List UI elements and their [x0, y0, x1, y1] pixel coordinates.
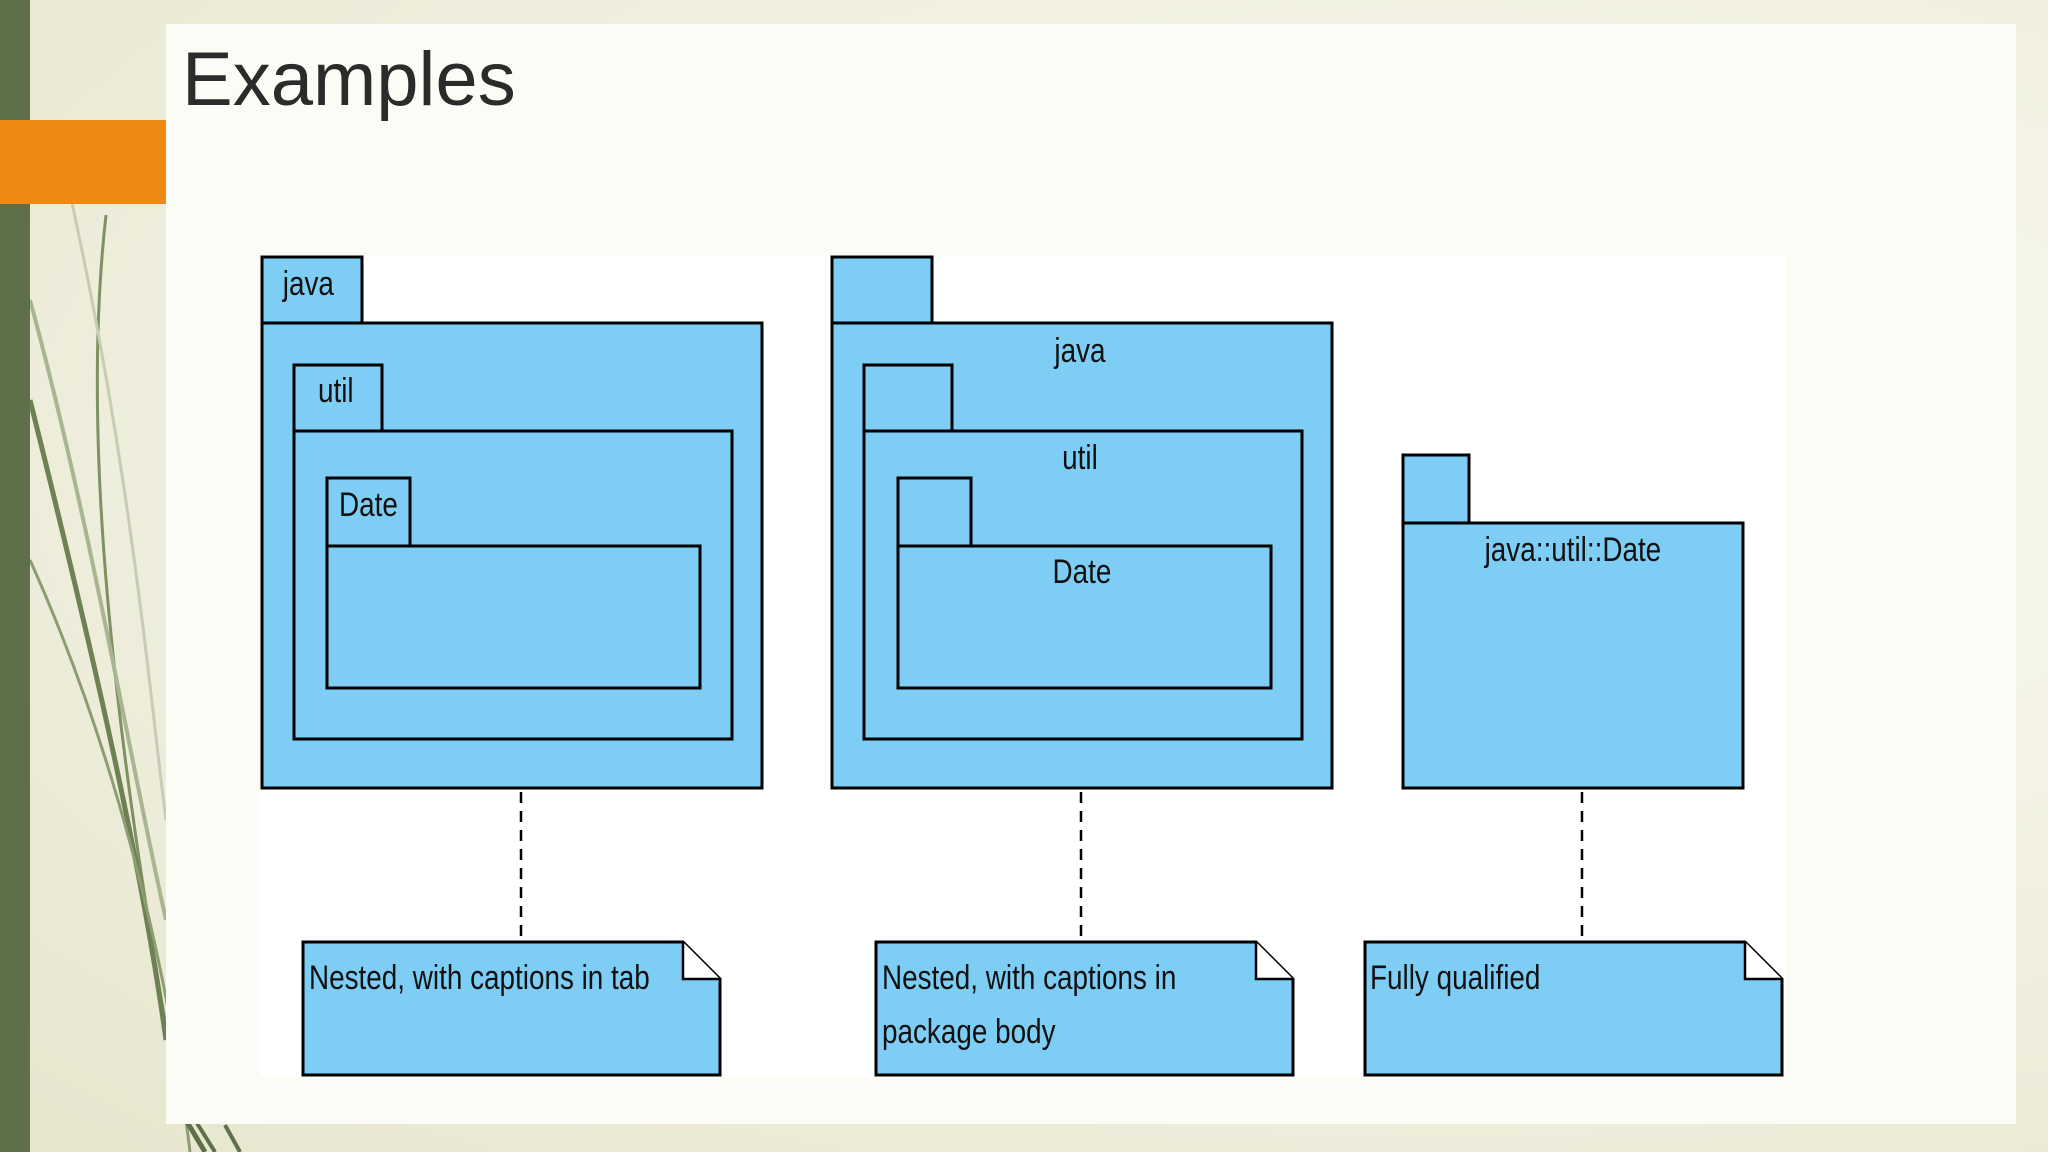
note-fully-qualified: Fully qualified: [1363, 940, 1784, 1077]
note-text-line: Nested, with captions in tab: [309, 958, 650, 996]
example-fully-qualified: java::util::Date Fully qualified: [1363, 453, 1784, 1077]
note-text-line: package body: [882, 1012, 1056, 1050]
note-nested-body: Nested, with captions in package body: [874, 940, 1295, 1077]
package-date: Date: [896, 476, 1273, 690]
note-nested-tab: Nested, with captions in tab: [301, 940, 722, 1077]
package-tab-label: Date: [339, 485, 398, 523]
page-title: Examples: [182, 37, 516, 122]
note-text-line: Fully qualified: [1370, 958, 1540, 996]
orange-accent-tab: [0, 120, 166, 204]
package-body-label: java::util::Date: [1484, 530, 1661, 568]
note-text-line: Nested, with captions in: [882, 958, 1176, 996]
example-nested-body-captions: java util Date Nested, with captions in …: [830, 255, 1334, 1077]
package-date: Date: [325, 476, 702, 690]
package-body-label: java: [1054, 331, 1107, 369]
package-java-util-date: java::util::Date: [1401, 453, 1745, 790]
package-body-label: Date: [1053, 552, 1112, 590]
package-tab-label: java: [282, 264, 335, 302]
package-body-label: util: [1062, 438, 1098, 476]
package-tab-label: util: [318, 371, 354, 409]
uml-package-diagram: java util Date Nested, with captions in …: [260, 255, 1785, 1077]
example-nested-tab-captions: java util Date Nested, with captions in …: [260, 255, 764, 1077]
